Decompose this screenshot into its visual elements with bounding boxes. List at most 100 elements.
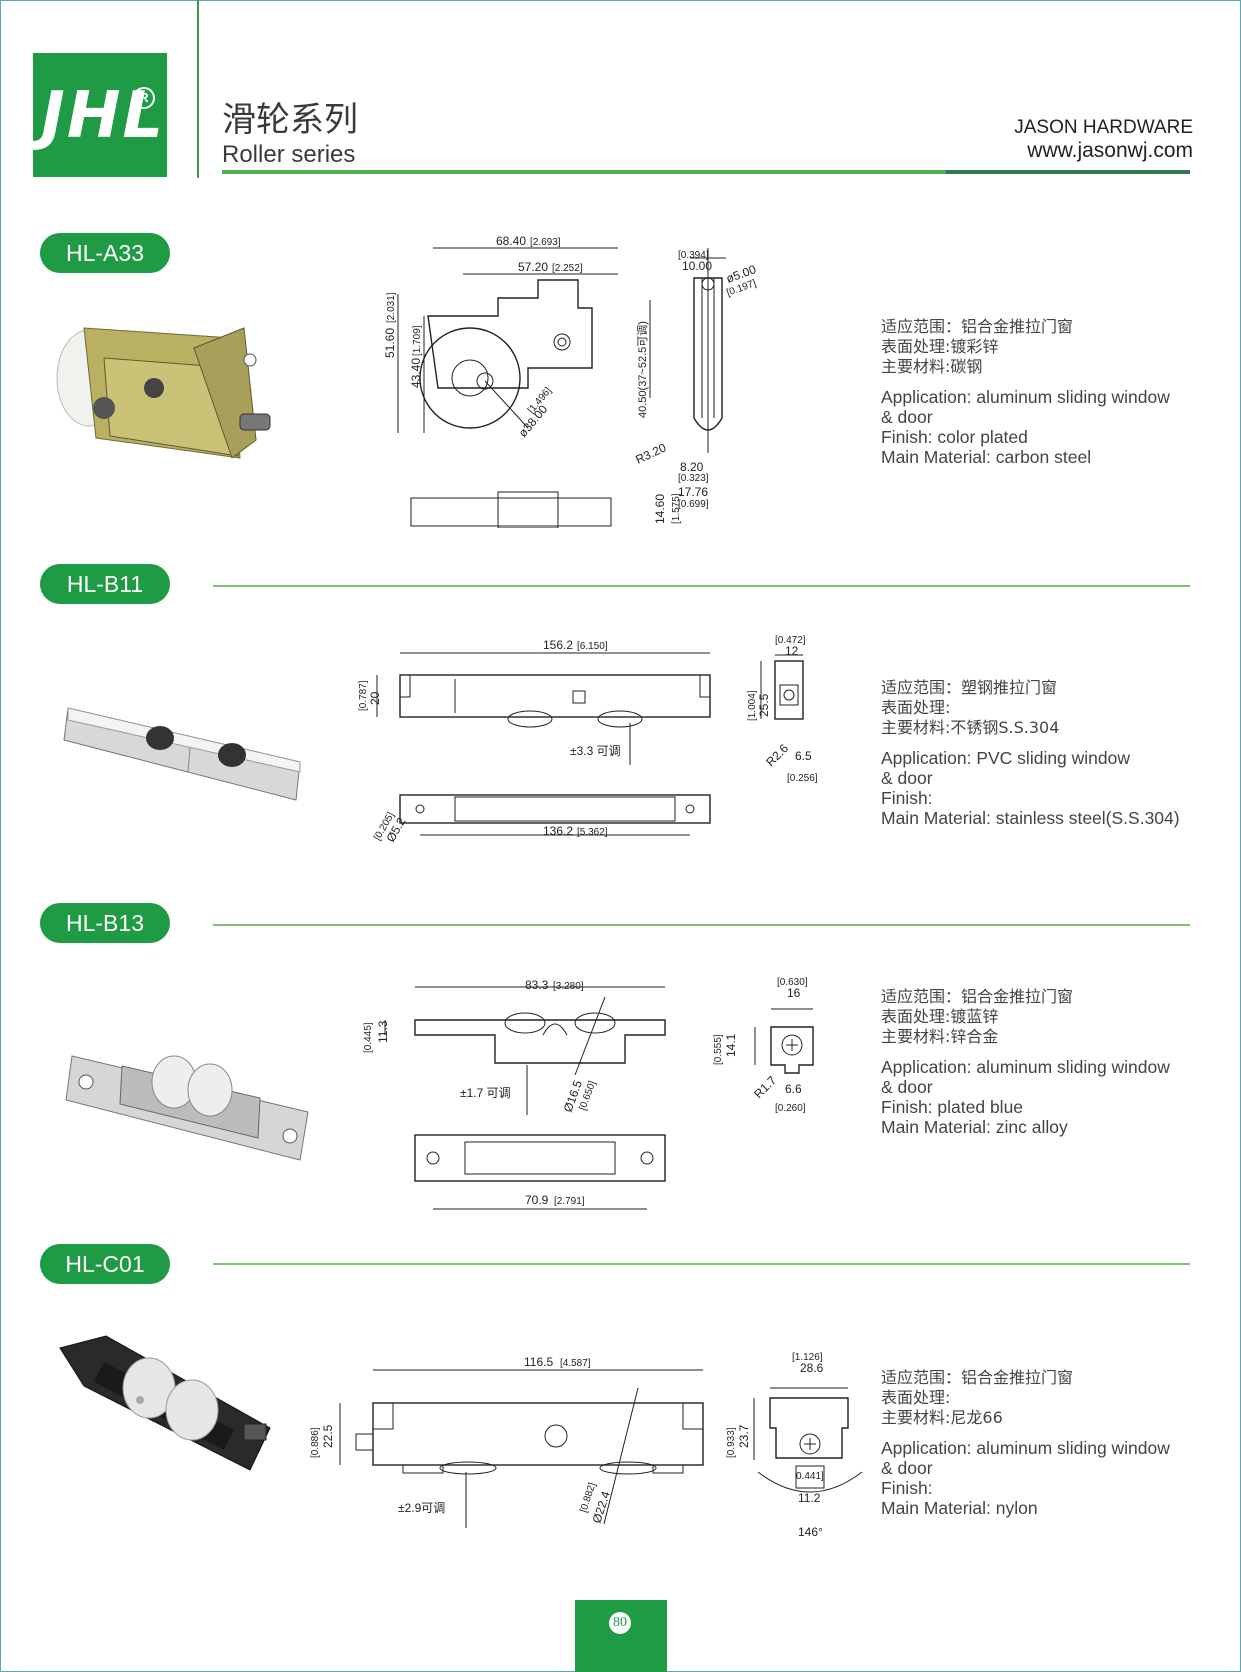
model-badge-hl-b13: HL-B13 (40, 903, 170, 943)
svg-text:14.1: 14.1 (724, 1033, 738, 1057)
svg-text:16: 16 (787, 986, 801, 1000)
spec-en-line: Finish: (881, 1478, 933, 1498)
svg-text:[5.362]: [5.362] (577, 827, 608, 838)
section-divider (213, 585, 1190, 587)
svg-text:25.5: 25.5 (757, 693, 771, 717)
drawing-hl-c01: 116.5 [4.587] [0.886] 22.5 ±2.9可调 [0.882… (310, 1352, 863, 1539)
spec-cn-line: 主要材料:碳钢 (881, 357, 983, 376)
svg-text:136.2: 136.2 (543, 824, 573, 838)
photo-hl-b13 (65, 1055, 309, 1161)
svg-text:[0.323]: [0.323] (678, 473, 709, 484)
spec-en-line: & door (881, 1458, 933, 1478)
svg-text:[1.709]: [1.709] (412, 325, 423, 356)
svg-text:[0.699]: [0.699] (678, 499, 709, 510)
svg-text:40.50(37~52.5可调): 40.50(37~52.5可调) (636, 321, 649, 418)
svg-text:[1.004]: [1.004] (747, 690, 758, 721)
svg-text:±3.3 可调: ±3.3 可调 (570, 744, 621, 758)
page-title-en: Roller series (222, 141, 356, 168)
spec-en-line: Main Material: zinc alloy (881, 1117, 1068, 1137)
svg-text:[2.693]: [2.693] (530, 237, 561, 248)
spec-cn-line: 适应范围：铝合金推拉门窗 (881, 317, 1074, 336)
spec-en-line: Application: aluminum sliding window (881, 1438, 1170, 1458)
drawing-hl-b13: 83.3 [3.280] [0.445] 11.3 ±1.7 可调 Ø16.5 … (363, 977, 814, 1210)
page-title-cn: 滑轮系列 (222, 100, 358, 140)
svg-text:[0.886]: [0.886] (310, 1427, 321, 1458)
svg-text:14.60: 14.60 (653, 494, 667, 524)
spec-cn-line: 表面处理:镀彩锌 (881, 337, 999, 356)
svg-text:[0.256]: [0.256] (787, 773, 818, 784)
svg-text:R2.6: R2.6 (763, 741, 791, 769)
svg-text:8.20: 8.20 (680, 460, 704, 474)
spec-en-line: Application: PVC sliding window (881, 748, 1131, 768)
spec-cn-line: 表面处理: (881, 1388, 951, 1407)
svg-text:20: 20 (368, 691, 382, 705)
spec-en-line: Main Material: carbon steel (881, 447, 1092, 467)
page-number-tab: 80 (575, 1600, 667, 1672)
spec-cn-line: 适应范围：铝合金推拉门窗 (881, 987, 1074, 1006)
spec-cn-line: 适应范围：塑钢推拉门窗 (881, 678, 1058, 697)
svg-text:[2.031]: [2.031] (386, 292, 397, 323)
svg-text:[0.630]: [0.630] (777, 977, 808, 988)
spec-en-line: & door (881, 407, 933, 427)
header-rule (222, 170, 1190, 174)
svg-text:43.40: 43.40 (409, 358, 423, 388)
spec-cn-line: 表面处理: (881, 698, 951, 717)
header-divider (197, 0, 199, 178)
svg-text:116.5: 116.5 (524, 1355, 553, 1369)
svg-text:146°: 146° (798, 1525, 823, 1539)
company-name: JASON HARDWARE (1014, 117, 1193, 138)
svg-text:±2.9可调: ±2.9可调 (398, 1501, 445, 1515)
photo-hl-b11 (63, 707, 301, 801)
photo-hl-c01 (59, 1335, 271, 1471)
page-number: 80 (609, 1612, 631, 1634)
svg-text:17.76: 17.76 (678, 485, 708, 499)
svg-text:[2.252]: [2.252] (552, 263, 583, 274)
svg-text:R1.7: R1.7 (751, 1073, 779, 1101)
svg-text:[0.787]: [0.787] (358, 680, 369, 711)
svg-text:[4.587]: [4.587] (560, 1358, 591, 1369)
spec-cn-line: 适应范围：铝合金推拉门窗 (881, 1368, 1074, 1387)
svg-text:[0.260]: [0.260] (775, 1103, 806, 1114)
model-badge-hl-c01: HL-C01 (40, 1244, 170, 1284)
svg-text:12: 12 (785, 644, 799, 658)
website-link[interactable]: www.jasonwj.com (1027, 139, 1193, 162)
photo-hl-a33 (56, 327, 271, 459)
spec-cn-line: 主要材料:不锈钢S.S.304 (881, 718, 1060, 737)
spec-en-line: & door (881, 768, 933, 788)
svg-text:6.6: 6.6 (785, 1082, 802, 1096)
spec-hl-a33: 适应范围：铝合金推拉门窗 表面处理:镀彩锌 主要材料:碳钢 Applicatio… (881, 317, 1211, 467)
spec-en-line: Finish: plated blue (881, 1097, 1024, 1117)
svg-text:23.7: 23.7 (737, 1424, 751, 1448)
svg-text:[2.791]: [2.791] (554, 1196, 585, 1207)
spec-en-line: Main Material: stainless steel(S.S.304) (881, 808, 1180, 828)
svg-text:±1.7 可调: ±1.7 可调 (460, 1086, 511, 1100)
spec-en-line: Finish: (881, 788, 933, 808)
registered-icon: R (133, 87, 155, 109)
svg-text:R3.20: R3.20 (633, 440, 668, 466)
spec-en-line: Finish: color plated (881, 427, 1028, 447)
svg-text:[1.575]: [1.575] (671, 493, 682, 524)
svg-text:156.2: 156.2 (543, 638, 573, 652)
svg-text:[0.933]: [0.933] (726, 1427, 737, 1458)
spec-en-line: Application: aluminum sliding window (881, 387, 1170, 407)
spec-hl-b11: 适应范围：塑钢推拉门窗 表面处理: 主要材料:不锈钢S.S.304 Applic… (881, 678, 1211, 828)
svg-text:[0.472]: [0.472] (775, 635, 806, 646)
svg-text:70.9: 70.9 (525, 1193, 549, 1207)
svg-text:51.60: 51.60 (383, 328, 397, 358)
jhl-logo: JHL R (33, 53, 167, 177)
svg-text:28.6: 28.6 (800, 1361, 824, 1375)
spec-cn-line: 表面处理:镀蓝锌 (881, 1007, 999, 1026)
svg-text:[3.280]: [3.280] (553, 981, 584, 992)
section-divider (213, 1263, 1190, 1265)
svg-text:0.441]: 0.441] (796, 1471, 824, 1482)
spec-cn-line: 主要材料:尼龙66 (881, 1408, 1003, 1427)
spec-hl-b13: 适应范围：铝合金推拉门窗 表面处理:镀蓝锌 主要材料:锌合金 Applicati… (881, 987, 1211, 1137)
svg-text:[1.126]: [1.126] (792, 1352, 823, 1363)
spec-en-line: Application: aluminum sliding window (881, 1057, 1170, 1077)
section-divider (213, 924, 1190, 926)
svg-text:10.00: 10.00 (682, 259, 712, 273)
svg-text:22.5: 22.5 (321, 1424, 335, 1448)
svg-text:[0.555]: [0.555] (713, 1034, 724, 1065)
svg-text:6.5: 6.5 (795, 749, 812, 763)
drawing-hl-a33: 68.40 [2.693] 57.20 [2.252] 51.60 [2.031… (383, 234, 758, 528)
